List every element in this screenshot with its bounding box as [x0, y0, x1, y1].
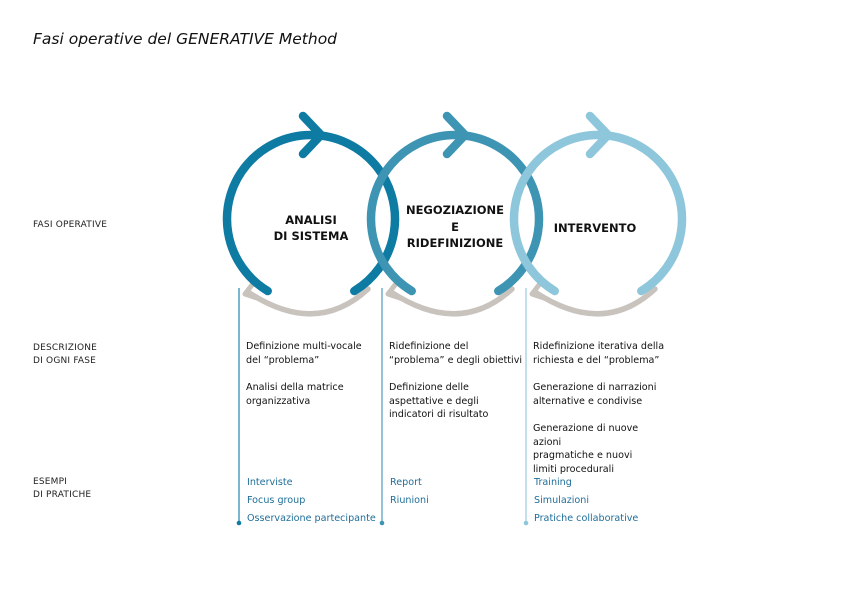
return-arc-2 — [388, 286, 515, 317]
example-item: Riunioni — [390, 494, 429, 506]
row-label-descrizione: DESCRIZIONE DI OGNI FASE — [33, 343, 98, 366]
forward-arrow-icon — [585, 111, 614, 159]
connector-dot-3 — [523, 520, 529, 526]
return-arcs — [242, 278, 658, 317]
example-item: Interviste — [247, 477, 293, 488]
example-item: Pratiche collaborative — [534, 512, 639, 524]
description-column-3: Ridefinizione iterativa della richiesta … — [533, 340, 669, 490]
example-item: Simulazioni — [534, 494, 590, 506]
return-arrow-icon — [385, 278, 406, 302]
description-item: Definizione multi-vocale del “problema” — [246, 341, 362, 366]
phase-circle-3 — [509, 130, 687, 296]
example-item: Training — [534, 477, 572, 488]
phase-name-1: ANALISI DI SISTEMA — [273, 212, 349, 244]
description-item: Ridefinizione del “problema” e degli obi… — [389, 341, 523, 366]
return-arrow-icon — [529, 278, 550, 302]
description-item: Generazione di nuove azioni pragmatiche … — [533, 423, 639, 475]
description-column-2: Ridefinizione del “problema” e degli obi… — [389, 340, 525, 436]
phase-circle-2 — [366, 130, 544, 296]
forward-arrow-icon — [298, 111, 327, 159]
phase-name-3: INTERVENTO — [553, 220, 637, 235]
description-item: Analisi della matrice organizzativa — [246, 382, 344, 407]
row-label-esempi: ESEMPI DI PRATICHE — [33, 477, 92, 500]
description-item: Definizione delle aspettative e degli in… — [389, 382, 489, 420]
description-column-1: Definizione multi-vocale del “problema” A… — [246, 340, 382, 422]
example-item: Focus group — [247, 494, 306, 506]
connector-dot-2 — [379, 520, 385, 526]
phase-name-2: NEGOZIAZIONE E RIDEFINIZIONE — [405, 203, 505, 251]
phase-circles — [222, 111, 687, 296]
example-item: Report — [390, 477, 422, 488]
connector-lines — [236, 288, 529, 526]
return-arc-3 — [532, 286, 658, 317]
forward-arrow-icon — [442, 111, 471, 159]
example-item: Osservazione partecipante — [247, 512, 376, 524]
description-item: Generazione di narrazioni alternative e … — [533, 382, 657, 407]
row-label-fasi-operative: FASI OPERATIVE — [33, 220, 108, 230]
page-title: Fasi operative del GENERATIVE Method — [33, 30, 338, 48]
return-arrow-icon — [242, 278, 263, 302]
return-arc-1 — [245, 286, 371, 317]
description-item: Ridefinizione iterativa della richiesta … — [533, 341, 665, 366]
phase-circle-1 — [222, 130, 400, 296]
connector-dot-1 — [236, 520, 242, 526]
